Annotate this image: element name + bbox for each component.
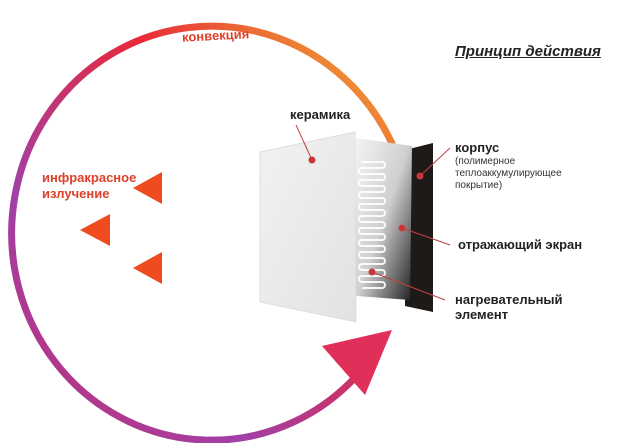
- body-desc-1: (полимерное: [455, 156, 516, 167]
- reflector-label: отражающий экран: [458, 237, 583, 252]
- reflector-pointer: [401, 227, 451, 246]
- body-label: корпус: [455, 140, 500, 155]
- body-desc-2: теплоаккумулирующее: [455, 168, 562, 179]
- ceramic-pointer: [295, 124, 313, 161]
- page-title: Принцип действия: [455, 43, 601, 60]
- heater-label-line1: нагревательный: [455, 292, 563, 307]
- ceramic-label: керамика: [290, 107, 351, 122]
- convection-arc: [8, 22, 402, 443]
- body-pointer: [419, 147, 451, 177]
- ir-arrowhead-3: [133, 252, 162, 284]
- infrared-label-line2: излучение: [42, 186, 110, 201]
- heating-element-coil: [358, 161, 386, 289]
- convection-arrowhead: [322, 330, 392, 395]
- ir-arrowhead-1: [133, 172, 162, 204]
- heater-pointer: [371, 271, 446, 301]
- ceramic-panel: [259, 131, 357, 323]
- infrared-arrows: [80, 172, 295, 284]
- body-desc-3: покрытие): [455, 180, 503, 191]
- infrared-label-line1: инфракрасное: [42, 170, 137, 185]
- reflector-panel: [356, 138, 412, 300]
- ir-arrowhead-2: [80, 214, 110, 246]
- heater-label-line2: элемент: [455, 307, 509, 322]
- body-panel: [405, 143, 433, 312]
